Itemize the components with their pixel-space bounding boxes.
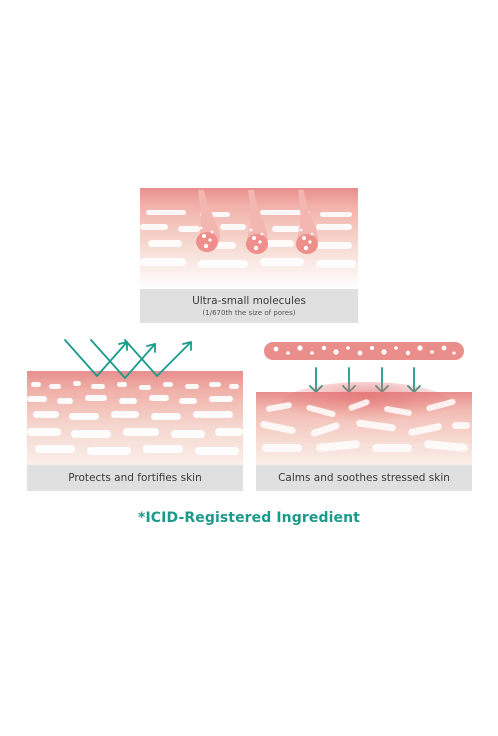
caption-subtitle: (1/670th the size of pores): [202, 308, 296, 317]
skin-barrier-illustration: [27, 339, 243, 465]
caption-title: Protects and fortifies skin: [68, 471, 202, 484]
panel-calms-soothes: Calms and soothes stressed skin: [256, 338, 472, 492]
caption-protects-fortifies: Protects and fortifies skin: [27, 465, 243, 491]
panel-protects-fortifies: Protects and fortifies skin: [27, 338, 243, 492]
panel-ultra-small-molecules: Ultra-small molecules (1/670th the size …: [140, 188, 358, 324]
caption-calms-soothes: Calms and soothes stressed skin: [256, 465, 472, 491]
caption-title: Calms and soothes stressed skin: [278, 471, 450, 484]
pore-shapes: [196, 190, 318, 254]
caption-ultra-small-molecules: Ultra-small molecules (1/670th the size …: [140, 289, 358, 323]
skin-soothing-illustration: [256, 342, 472, 465]
icid-registered-note: *ICID-Registered Ingredient: [138, 510, 360, 526]
molecule-band: [264, 342, 464, 360]
skin-pores-illustration: [140, 188, 358, 289]
caption-title: Ultra-small molecules: [192, 294, 306, 307]
reflect-arrows: [64, 339, 192, 379]
